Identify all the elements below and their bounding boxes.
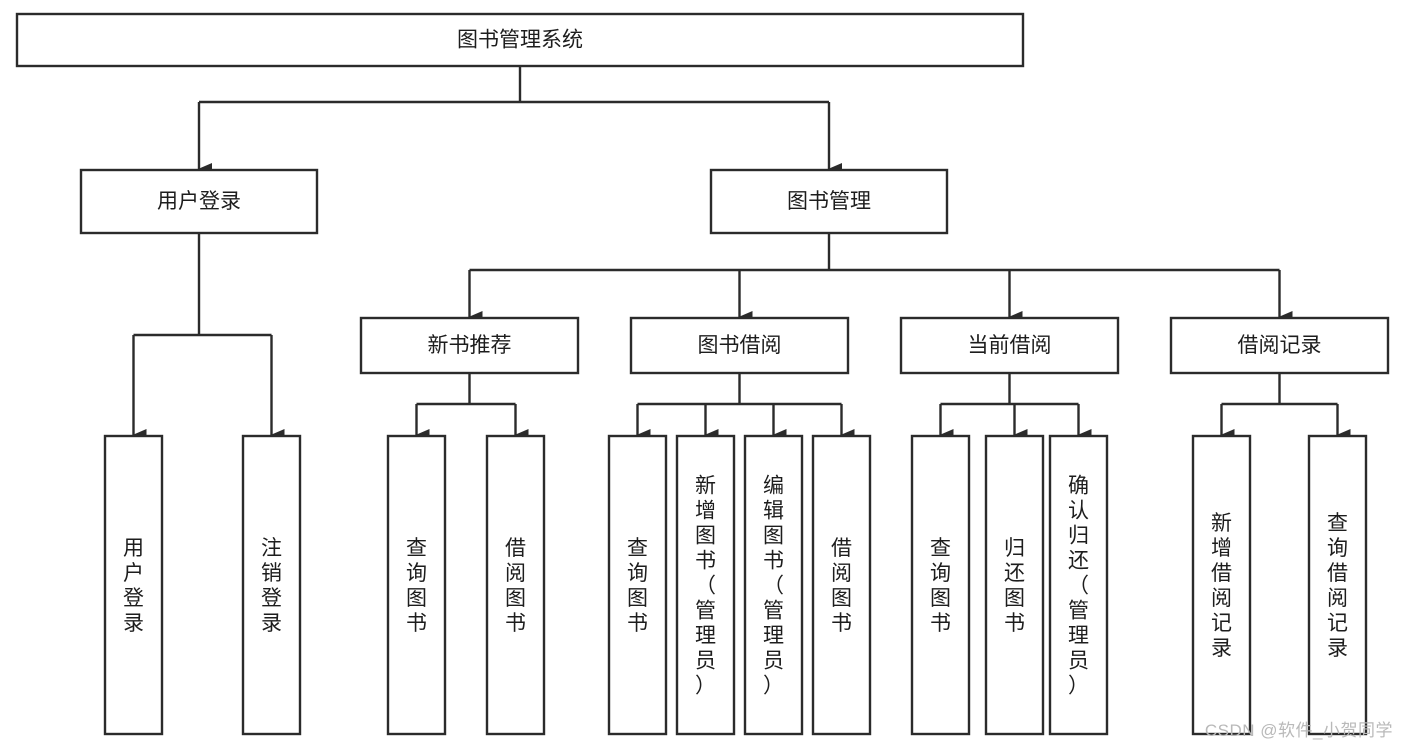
node-label: 归还图书 xyxy=(1004,537,1025,635)
node-leaf-rec-add[interactable]: 新增借阅记录 xyxy=(1191,434,1252,736)
node-box xyxy=(79,168,319,235)
node-leaf-borrow-query[interactable]: 查询图书 xyxy=(607,434,668,736)
node-leaf-user-logout[interactable]: 注销登录 xyxy=(241,434,302,736)
node-login[interactable]: 用户登录 xyxy=(79,168,319,235)
node-box xyxy=(629,316,850,375)
node-leaf-user-login[interactable]: 用户登录 xyxy=(103,434,164,736)
node-borrow[interactable]: 图书借阅 xyxy=(629,316,850,375)
node-box xyxy=(910,434,971,736)
node-label: 新书推荐 xyxy=(428,334,512,357)
node-box xyxy=(241,434,302,736)
node-newbook[interactable]: 新书推荐 xyxy=(359,316,580,375)
node-box xyxy=(675,434,736,736)
node-label: 图书管理 xyxy=(787,190,871,213)
node-box xyxy=(811,434,872,736)
node-label: 编辑图书（管理员） xyxy=(763,475,784,698)
node-leaf-cur-return[interactable]: 归还图书 xyxy=(984,434,1045,736)
connector-layer xyxy=(132,66,1351,441)
node-box xyxy=(485,434,546,736)
node-box xyxy=(386,434,447,736)
node-label: 查询图书 xyxy=(930,537,951,635)
node-box xyxy=(1307,434,1368,736)
node-label: 查询图书 xyxy=(406,537,427,635)
node-label: 借阅记录 xyxy=(1238,334,1322,357)
node-box xyxy=(984,434,1045,736)
node-leaf-rec-query[interactable]: 查询借阅记录 xyxy=(1307,434,1368,736)
node-label: 用户登录 xyxy=(157,190,241,213)
node-label: 注销登录 xyxy=(261,537,282,635)
node-current[interactable]: 当前借阅 xyxy=(899,316,1120,375)
node-box xyxy=(15,12,1025,68)
node-box xyxy=(103,434,164,736)
node-records[interactable]: 借阅记录 xyxy=(1169,316,1390,375)
node-bookmgmt[interactable]: 图书管理 xyxy=(709,168,949,235)
node-box xyxy=(607,434,668,736)
node-leaf-borrow-do[interactable]: 借阅图书 xyxy=(811,434,872,736)
node-label: 借阅图书 xyxy=(505,537,526,635)
node-box xyxy=(359,316,580,375)
node-label: 借阅图书 xyxy=(831,537,852,635)
node-box xyxy=(1191,434,1252,736)
watermark-text: CSDN @软件_小贺同学 xyxy=(1204,721,1393,740)
node-label: 查询借阅记录 xyxy=(1327,512,1348,660)
node-leaf-cur-confirm[interactable]: 确认归还（管理员） xyxy=(1048,434,1109,736)
node-label: 新增图书（管理员） xyxy=(695,475,716,698)
node-leaf-new-borrow[interactable]: 借阅图书 xyxy=(485,434,546,736)
node-leaf-new-query[interactable]: 查询图书 xyxy=(386,434,447,736)
node-leaf-cur-query[interactable]: 查询图书 xyxy=(910,434,971,736)
node-box xyxy=(743,434,804,736)
node-layer: 图书管理系统用户登录图书管理新书推荐图书借阅当前借阅借阅记录用户登录注销登录查询… xyxy=(15,12,1390,736)
node-box xyxy=(1169,316,1390,375)
node-label: 图书借阅 xyxy=(698,334,782,357)
node-leaf-borrow-edit[interactable]: 编辑图书（管理员） xyxy=(743,434,804,736)
node-label: 新增借阅记录 xyxy=(1211,512,1232,660)
node-label: 图书管理系统 xyxy=(457,29,583,52)
node-label: 当前借阅 xyxy=(968,334,1052,357)
node-box xyxy=(709,168,949,235)
node-box xyxy=(1048,434,1109,736)
node-label: 确认归还（管理员） xyxy=(1068,475,1089,698)
node-label: 查询图书 xyxy=(627,537,648,635)
node-box xyxy=(899,316,1120,375)
node-leaf-borrow-add[interactable]: 新增图书（管理员） xyxy=(675,434,736,736)
node-root[interactable]: 图书管理系统 xyxy=(15,12,1025,68)
node-label: 用户登录 xyxy=(123,537,144,635)
